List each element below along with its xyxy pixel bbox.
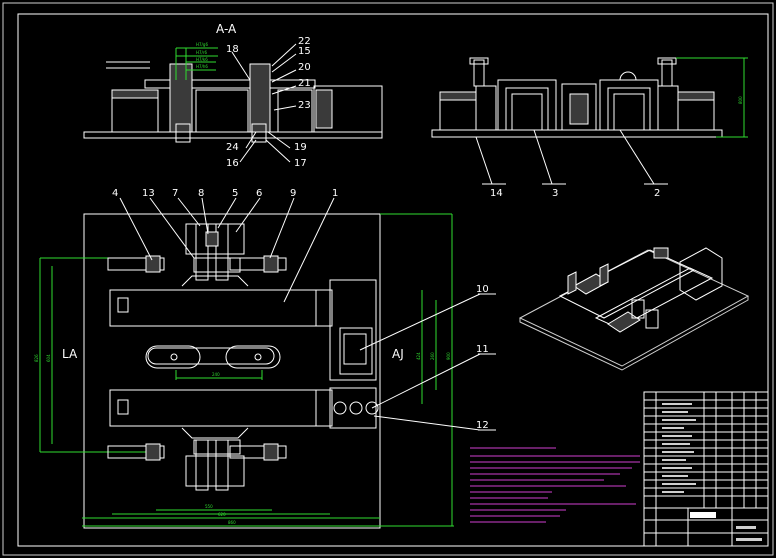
svg-text:604: 604	[46, 354, 51, 362]
svg-text:H7/r6: H7/r6	[196, 50, 208, 55]
callout-6: 6	[256, 188, 262, 199]
callout-23: 23	[298, 100, 311, 111]
side-view: 800 14 3 2	[431, 57, 748, 199]
isometric-view	[518, 247, 750, 371]
callout-17: 17	[294, 158, 307, 169]
callout-19: 19	[294, 142, 307, 153]
callout-9: 9	[290, 188, 296, 199]
view-label-right: AJ	[392, 347, 404, 361]
callout-15: 15	[298, 46, 311, 57]
view-label-left: LA	[62, 347, 78, 361]
svg-text:826: 826	[34, 354, 39, 362]
svg-text:860: 860	[228, 520, 236, 525]
svg-text:620: 620	[218, 512, 226, 517]
svg-text:550: 550	[205, 504, 213, 509]
callout-10: 10	[476, 284, 489, 295]
section-title: A-A	[216, 22, 237, 36]
callout-8: 8	[198, 188, 204, 199]
section-view-a-a: A-A H7/g6 H7/r6 H7/k6 H7/h6	[83, 22, 383, 169]
callout-7: 7	[172, 188, 178, 199]
parts-list-table	[643, 391, 769, 547]
callout-1: 1	[332, 188, 338, 199]
svg-text:H7/g6: H7/g6	[196, 42, 208, 47]
callout-22: 22	[298, 36, 311, 47]
svg-text:800: 800	[738, 96, 743, 104]
callout-11: 11	[476, 344, 489, 355]
callout-20: 20	[298, 62, 311, 73]
callout-13: 13	[142, 188, 155, 199]
callout-14: 14	[490, 188, 503, 199]
svg-text:H7/k6: H7/k6	[196, 57, 208, 62]
callout-18: 18	[226, 44, 239, 55]
callout-3: 3	[552, 188, 558, 199]
inner-border	[17, 13, 769, 547]
callout-5: 5	[232, 188, 238, 199]
callout-24: 24	[226, 142, 239, 153]
plan-view: 826 604 550 620 860 900 424 260 240	[34, 188, 496, 529]
callout-4: 4	[112, 188, 118, 199]
technical-notes	[470, 447, 640, 523]
callout-2: 2	[654, 188, 660, 199]
svg-text:900: 900	[446, 352, 451, 360]
svg-text:240: 240	[212, 372, 220, 377]
callout-12: 12	[476, 420, 489, 431]
svg-text:H7/h6: H7/h6	[196, 64, 208, 69]
svg-text:260: 260	[430, 352, 435, 360]
callout-16: 16	[226, 158, 239, 169]
callout-21: 21	[298, 78, 311, 89]
svg-text:424: 424	[416, 352, 421, 360]
